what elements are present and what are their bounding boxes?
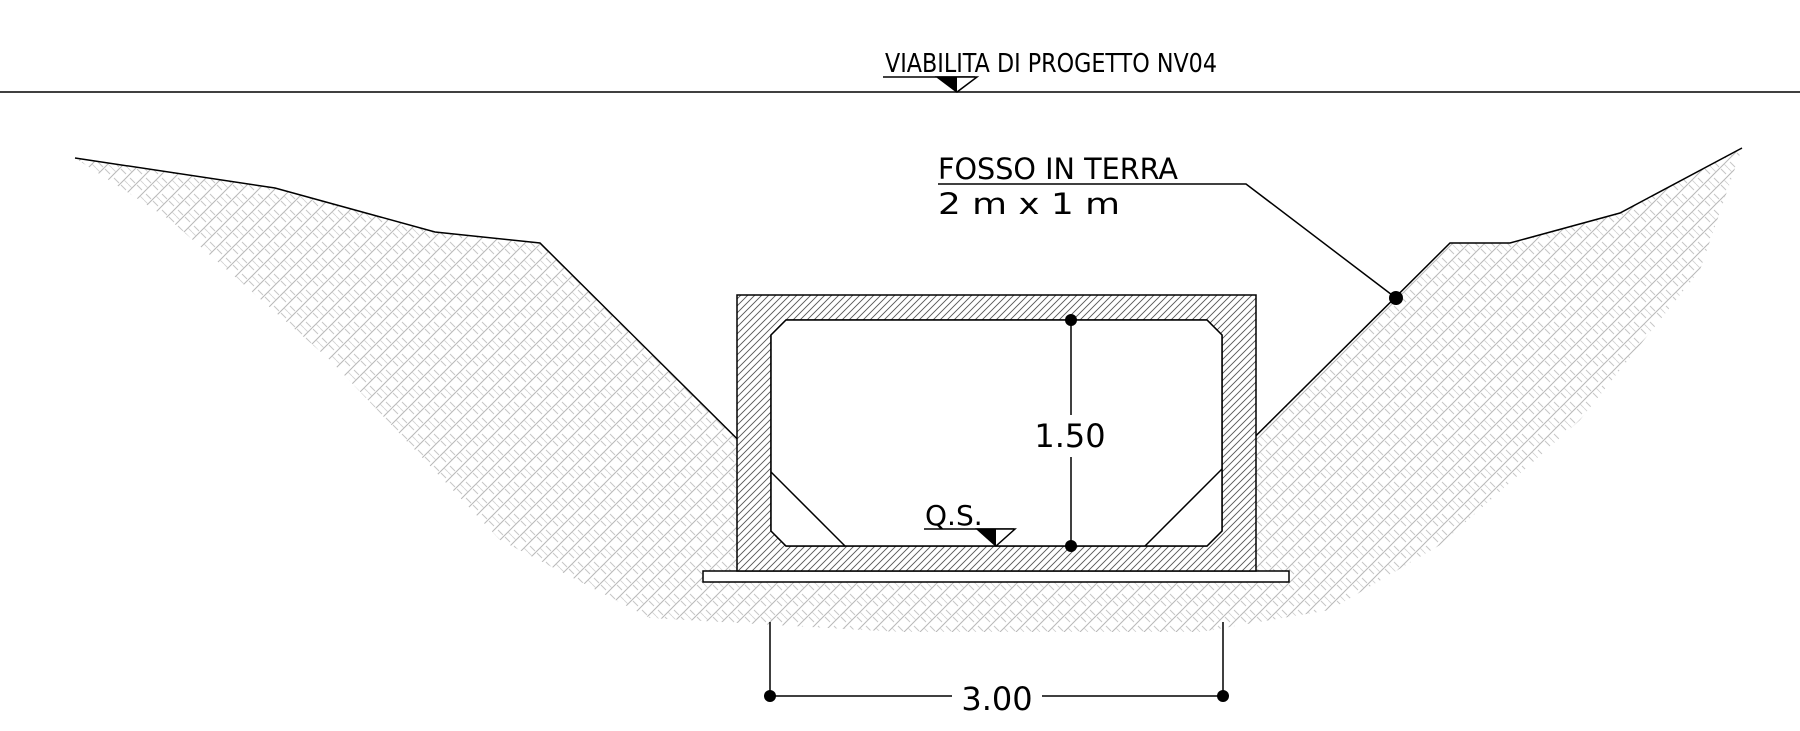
height-dimension-label: 1.50 [1034, 417, 1105, 455]
ditch-label-line2: 2 m x 1 m [938, 187, 1120, 221]
road-label: VIABILITA DI PROGETTO NV04 [885, 49, 1217, 79]
width-dimension-label: 3.00 [961, 680, 1032, 718]
ditch-label-leader [938, 183, 1397, 299]
ditch-label-line1: FOSSO IN TERRA [938, 152, 1178, 186]
base-slab [702, 570, 1290, 583]
soil-fill [75, 148, 1742, 632]
qs-label: Q.S. [925, 499, 983, 532]
